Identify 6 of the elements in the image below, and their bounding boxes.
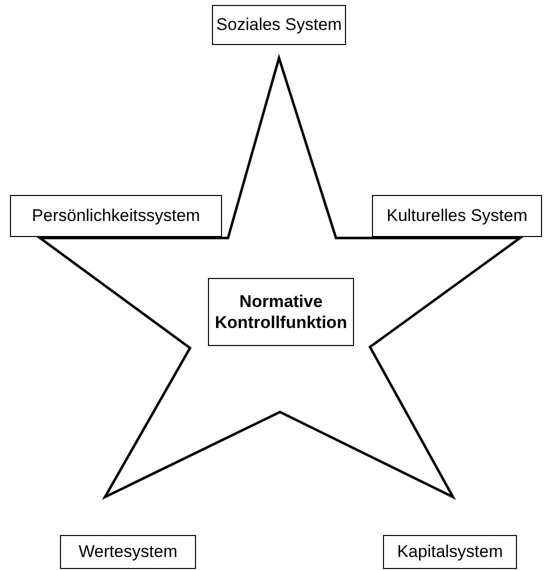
label-box: Normative Kontrollfunktion [208, 278, 354, 346]
label-box: Persönlichkeitssystem [10, 195, 222, 237]
label-box: Soziales System [212, 5, 346, 45]
label-box: Wertesystem [60, 535, 196, 569]
label-box: Kapitalsystem [383, 535, 517, 569]
label-box: Kulturelles System [372, 195, 542, 237]
